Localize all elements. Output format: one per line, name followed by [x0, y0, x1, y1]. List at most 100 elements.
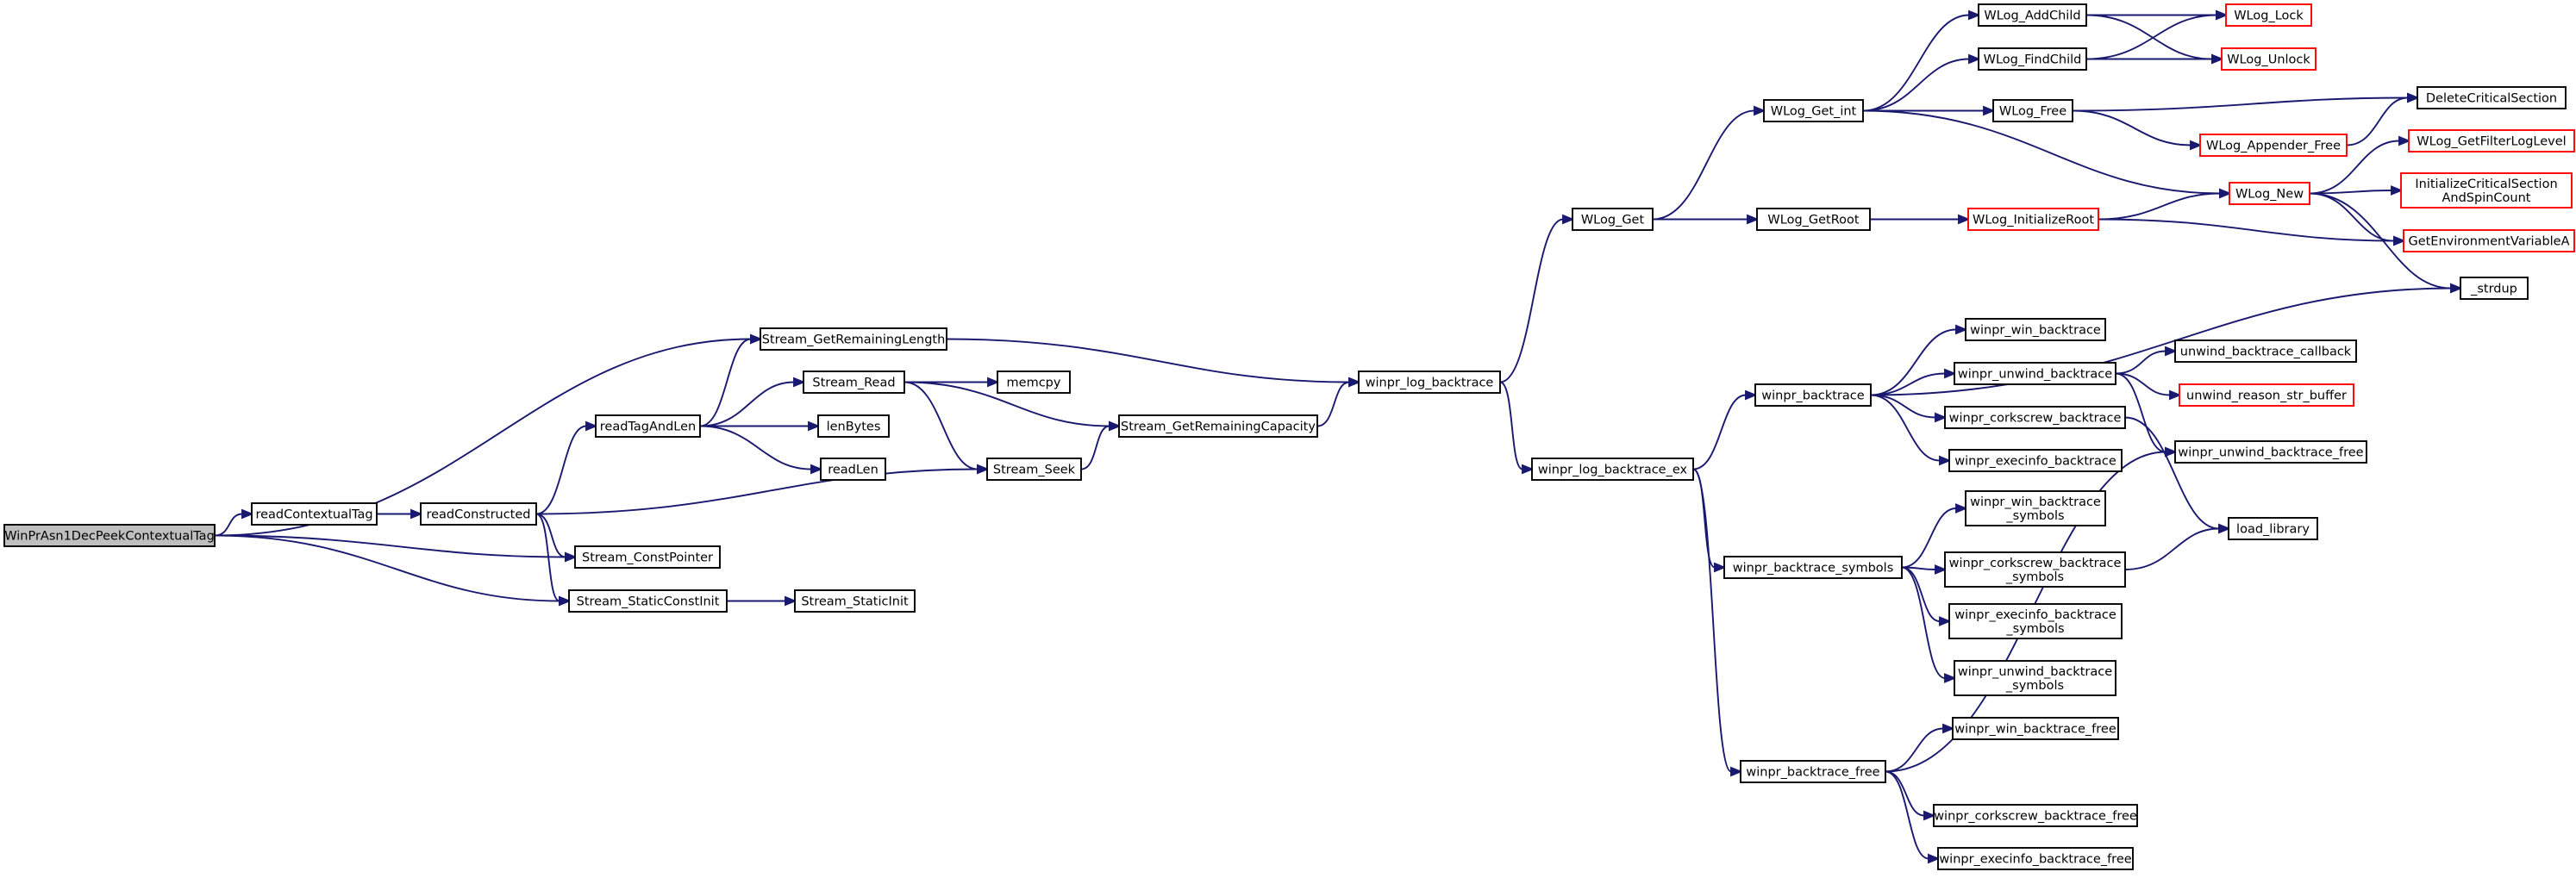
graph-node-winpr-win-backtrace[interactable]: winpr_win_backtrace — [1965, 318, 2106, 341]
graph-node-wlog-new[interactable]: WLog_New — [2229, 182, 2310, 205]
graph-node-wlog-getfilterloglevel[interactable]: WLog_GetFilterLogLevel — [2408, 129, 2575, 153]
graph-node-stream-getremainingcapacity[interactable]: Stream_GetRemainingCapacity — [1118, 414, 1318, 438]
graph-node-box — [2228, 517, 2318, 540]
call-edge — [1901, 503, 1968, 569]
graph-node-label: winpr_corkscrew_backtrace_free — [1934, 810, 2137, 824]
call-edge-arrowhead — [810, 464, 823, 475]
call-edge-arrowhead — [559, 595, 572, 607]
call-edge-line — [1862, 58, 1970, 112]
call-edge-line — [214, 534, 566, 558]
graph-node-label: Stream_Seek — [993, 464, 1076, 477]
graph-node-label: WLog_Lock — [2234, 9, 2304, 23]
graph-node-getenvironmentvariablea[interactable]: GetEnvironmentVariableA — [2403, 229, 2575, 252]
graph-node-wlog-getroot[interactable]: WLog_GetRoot — [1756, 208, 1871, 231]
graph-node-wlog-free[interactable]: WLog_Free — [1992, 99, 2073, 122]
graph-node-winpr-win-backtrace-symbols[interactable]: winpr_win_backtrace_symbols — [1965, 490, 2106, 526]
call-edge — [1499, 214, 1575, 383]
graph-node-winpr-log-backtrace[interactable]: winpr_log_backtrace — [1358, 371, 1501, 394]
graph-node-wlog-unlock[interactable]: WLog_Unlock — [2221, 47, 2317, 71]
graph-node-readlen[interactable]: readLen — [820, 458, 886, 481]
graph-node-label: Stream_GetRemainingLength — [762, 333, 946, 347]
call-edge — [2085, 14, 2224, 65]
call-edge-line — [1870, 287, 2452, 396]
call-edge-arrowhead — [2165, 446, 2178, 458]
graph-node-wlog-get-int[interactable]: WLog_Get_int — [1763, 99, 1864, 122]
call-edge-arrowhead — [1714, 562, 1727, 573]
call-edge-arrowhead — [2211, 53, 2224, 65]
call-edge-line — [2098, 192, 2221, 221]
graph-node-wlog-get[interactable]: WLog_Get — [1572, 208, 1654, 231]
graph-node-readcontextualtag[interactable]: readContextualTag — [251, 502, 378, 526]
call-edge — [1499, 381, 1535, 475]
graph-node-lenbytes[interactable]: lenBytes — [817, 414, 890, 438]
call-edge-line — [2115, 372, 2171, 396]
graph-node-winpr-unwind-backtrace-symbols[interactable]: winpr_unwind_backtrace_symbols — [1954, 660, 2116, 696]
graph-node-winpr-backtrace[interactable]: winpr_backtrace — [1754, 383, 1872, 407]
graph-node-label: Stream_StaticConstInit — [577, 595, 720, 609]
graph-node-stream-getremaininglength[interactable]: Stream_GetRemainingLength — [760, 327, 947, 351]
call-edge-arrowhead — [1754, 105, 1766, 116]
graph-node-readconstructed[interactable]: readConstructed — [420, 502, 537, 526]
graph-node-stream-read[interactable]: Stream_Read — [803, 371, 905, 394]
graph-node-winpr-backtrace-symbols[interactable]: winpr_backtrace_symbols — [1723, 556, 1903, 579]
graph-node-stream-seek[interactable]: Stream_Seek — [986, 458, 1082, 481]
graph-node-winpr-corkscrew-backtrace-symbols[interactable]: winpr_corkscrew_backtrace_symbols — [1944, 551, 2126, 588]
graph-node-box — [2174, 339, 2357, 363]
call-edge-line — [1901, 566, 1946, 679]
graph-node-winpr-unwind-backtrace-free[interactable]: winpr_unwind_backtrace_free — [2174, 440, 2367, 464]
call-edge — [1862, 53, 1981, 112]
graph-node-winpr-win-backtrace-free[interactable]: winpr_win_backtrace_free — [1952, 717, 2119, 740]
graph-node-winpr-execinfo-backtrace-symbols[interactable]: winpr_execinfo_backtrace_symbols — [1948, 603, 2123, 639]
call-edge-line — [2115, 350, 2166, 375]
call-edge — [1692, 389, 1758, 470]
graph-node-box — [986, 458, 1082, 481]
graph-node-box — [1944, 406, 2126, 429]
graph-node-readtagandlen[interactable]: readTagAndLen — [595, 414, 701, 438]
call-edge-line — [1692, 468, 1716, 569]
graph-node-stream-staticinit[interactable]: Stream_StaticInit — [794, 589, 916, 613]
graph-node-wlog-addchild[interactable]: WLog_AddChild — [1978, 3, 2087, 27]
graph-node-unwind-backtrace-callback[interactable]: unwind_backtrace_callback — [2174, 339, 2357, 363]
graph-node-stream-staticconstinit[interactable]: Stream_StaticConstInit — [568, 589, 728, 613]
call-edge-arrowhead — [808, 420, 821, 432]
graph-node-load-library[interactable]: load_library — [2228, 517, 2318, 540]
graph-node-box — [1978, 3, 2087, 27]
graph-node-box — [251, 502, 378, 526]
graph-node-winpr-execinfo-backtrace-free[interactable]: winpr_execinfo_backtrace_free — [1937, 847, 2134, 870]
call-graph-nodes: WinPrAsn1DecPeekContextualTag readContext… — [3, 3, 2575, 870]
graph-node-winpr-backtrace-free[interactable]: winpr_backtrace_free — [1740, 760, 1886, 783]
graph-node-unwind-reason-str-buffer[interactable]: unwind_reason_str_buffer — [2179, 383, 2354, 407]
graph-node-stream-constpointer[interactable]: Stream_ConstPointer — [574, 545, 721, 569]
call-edge-line — [1901, 566, 1941, 622]
call-edge — [535, 513, 578, 563]
graph-node-winpr-corkscrew-backtrace[interactable]: winpr_corkscrew_backtrace — [1944, 406, 2126, 429]
call-edge-arrowhead — [977, 464, 990, 475]
call-edge-arrowhead — [1955, 324, 1968, 335]
graph-node-winpr-corkscrew-backtrace-free[interactable]: winpr_corkscrew_backtrace_free — [1933, 804, 2138, 827]
graph-node-label: winpr_win_backtrace — [1970, 495, 2101, 509]
graph-node-label: readLen — [828, 464, 878, 477]
call-edge-line — [2098, 218, 2395, 242]
graph-node-winpr-unwind-backtrace[interactable]: winpr_unwind_backtrace — [1954, 362, 2116, 385]
call-edge — [1692, 468, 1743, 777]
graph-node-wlog-lock[interactable]: WLog_Lock — [2225, 3, 2312, 27]
graph-node-wlog-initializeroot[interactable]: WLog_InitializeRoot — [1967, 208, 2099, 231]
graph-node-wlog-appender-free[interactable]: WLog_Appender_Free — [2199, 134, 2348, 157]
graph-node-label: readConstructed — [426, 508, 530, 522]
graph-node-winpr-execinfo-backtrace[interactable]: winpr_execinfo_backtrace — [1948, 449, 2123, 472]
call-edge — [2072, 109, 2203, 151]
call-edge-line — [535, 513, 560, 602]
graph-node-wlog-findchild[interactable]: WLog_FindChild — [1978, 47, 2087, 71]
graph-node--strdup[interactable]: _strdup — [2460, 277, 2529, 300]
graph-node-box — [1965, 490, 2106, 526]
graph-node-deletecriticalsection[interactable]: DeleteCriticalSection — [2417, 86, 2567, 109]
graph-node-box — [1978, 47, 2087, 71]
graph-node-label: WinPrAsn1DecPeekContextualTag — [4, 530, 215, 544]
call-edge-arrowhead — [1923, 810, 1936, 821]
graph-node-label: unwind_reason_str_buffer — [2186, 389, 2347, 403]
graph-node-memcpy[interactable]: memcpy — [997, 371, 1071, 394]
graph-node-label: _symbols — [2005, 679, 2064, 693]
graph-node-winpr-log-backtrace-ex[interactable]: winpr_log_backtrace_ex — [1531, 458, 1694, 481]
call-edge — [1316, 377, 1361, 427]
